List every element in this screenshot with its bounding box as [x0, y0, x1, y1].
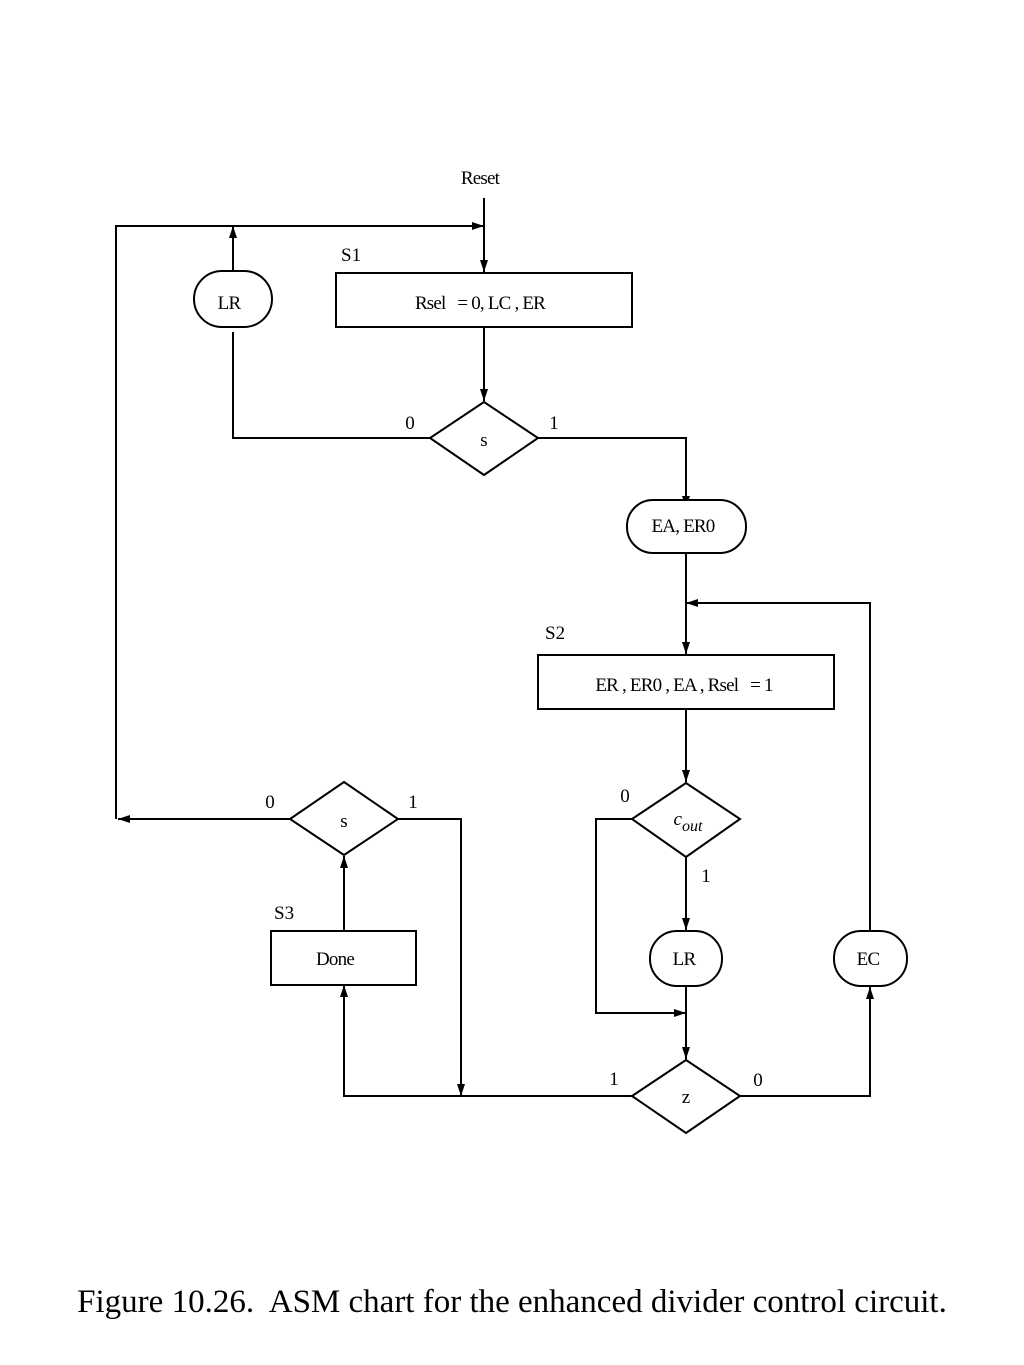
z-one-path — [340, 985, 632, 1097]
state-s3-outputs: Done — [316, 949, 354, 970]
state-s2-box — [537, 654, 835, 710]
loop-to-s1-line — [115, 222, 484, 819]
cout-label: cout — [674, 809, 703, 835]
lr-bottom-label: LR — [673, 949, 697, 970]
z-decision — [630, 1058, 742, 1135]
state-s1-name: S1 — [341, 245, 361, 266]
ea-er0-label: EA, ER0 — [651, 516, 714, 537]
state-s1-box — [335, 272, 633, 328]
ec-output — [833, 930, 908, 987]
s-bottom-label: s — [340, 811, 347, 832]
lr-top-label: LR — [218, 293, 242, 314]
state-s3-name: S3 — [274, 903, 294, 924]
s-bottom-zero-label: 0 — [265, 792, 275, 813]
s-top-label: s — [480, 430, 487, 451]
ea-er0-output — [626, 499, 747, 554]
lr-top-output — [193, 270, 273, 328]
state-s1-outputs: Rsel = 0, LC , ER — [415, 293, 546, 314]
s-bottom-one-label: 1 — [408, 792, 418, 813]
z-zero-path — [740, 987, 874, 1097]
ec-to-s2-path — [686, 599, 871, 930]
s-top-zero-path — [232, 332, 430, 439]
s-top-one-path — [538, 437, 690, 508]
state-s3-box — [270, 930, 417, 986]
lr-bottom-output — [649, 930, 723, 987]
s-bottom-one-path — [398, 818, 465, 1096]
cout-one-label: 1 — [701, 866, 711, 887]
ec-label: EC — [857, 949, 880, 970]
figure-caption: Figure 10.26. ASM chart for the enhanced… — [77, 1284, 947, 1320]
cout-zero-path — [595, 818, 686, 1017]
z-label: z — [682, 1087, 690, 1108]
cout-decision — [630, 781, 742, 859]
z-zero-label: 0 — [753, 1070, 763, 1091]
state-s2-outputs: ER , ER0 , EA , Rsel = 1 — [595, 675, 773, 696]
s-bottom-decision — [288, 780, 400, 857]
reset-label: Reset — [461, 168, 501, 189]
state-s2-name: S2 — [545, 623, 565, 644]
z-one-label: 1 — [609, 1069, 619, 1090]
cout-zero-label: 0 — [620, 786, 630, 807]
s-top-zero-label: 0 — [405, 413, 415, 434]
s-top-decision — [428, 400, 540, 477]
s-top-one-label: 1 — [549, 413, 559, 434]
